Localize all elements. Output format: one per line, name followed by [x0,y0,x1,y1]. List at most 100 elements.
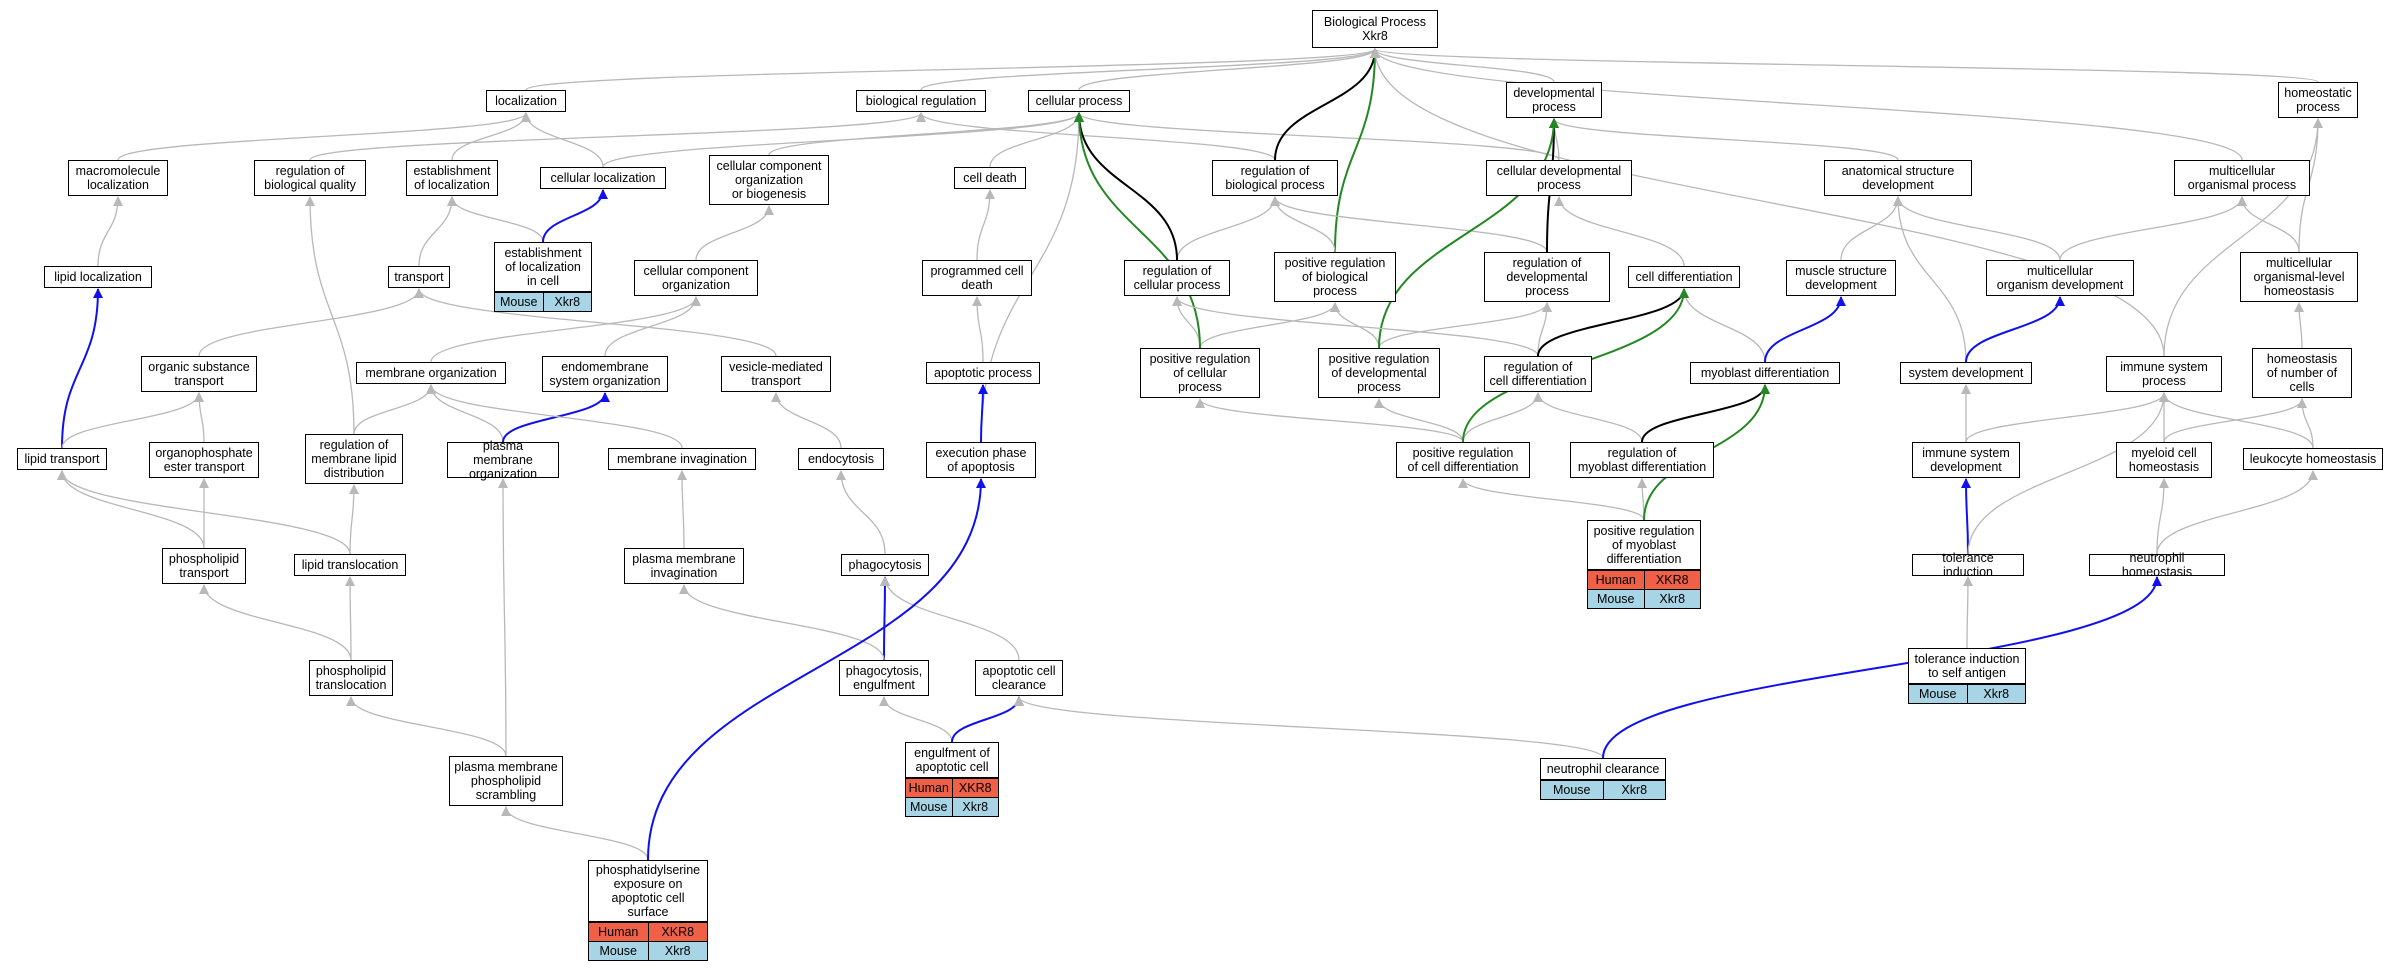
species-cell: Mouse [1909,685,1967,703]
edge-is-a-posregcelldiff-to-posregdev [1374,398,1464,443]
go-term-celldiff[interactable]: cell differentiation [1628,266,1740,288]
go-term-pmscramb[interactable]: plasma membrane phospholipid scrambling [449,756,563,806]
edge-part-of-toler-to-immsysdev [1961,478,1972,555]
edge-positively-regulates-posregdev-to-devproc [1378,118,1559,349]
go-term-lipidloc[interactable]: lipid localization [44,266,152,288]
go-term-muscdev[interactable]: muscle structure development [1786,260,1896,296]
go-term-meminv[interactable]: membrane invagination [608,448,756,470]
go-term-sysdev[interactable]: system development [1900,362,2032,384]
go-term-devproc[interactable]: developmental process [1506,82,1602,118]
go-term-regbioproc[interactable]: regulation of biological process [1212,160,1338,196]
go-term-apoproc[interactable]: apoptotic process [926,362,1040,384]
go-term-myodiff[interactable]: myoblast differentiation [1690,362,1840,384]
go-term-immsys[interactable]: immune system process [2106,356,2222,392]
species-cell: Human [906,779,952,797]
edge-is-a-regbioproc-to-bioreg [916,112,1276,161]
go-term-regcelldiff[interactable]: regulation of cell differentiation [1484,356,1592,392]
edge-is-a-posregdev-to-regdev [1378,302,1552,349]
go-term-regmemlip[interactable]: regulation of membrane lipid distributio… [305,434,403,484]
go-term-anatdev[interactable]: anatomical structure development [1824,160,1972,196]
edge-part-of-psexpo-to-execapo [647,478,986,861]
go-term-psexpo[interactable]: phosphatidylserine exposure on apoptotic… [588,860,708,922]
go-term-pminv[interactable]: plasma membrane invagination [624,548,744,584]
go-term-phago[interactable]: phagocytosis [841,554,929,576]
go-term-orgtrans[interactable]: organic substance transport [141,356,257,392]
go-term-multiorg[interactable]: multicellular organismal process [2174,160,2310,196]
go-term-phostrans[interactable]: phospholipid transport [162,548,246,584]
go-term-regdev[interactable]: regulation of developmental process [1484,252,1610,302]
go-term-estlocincell[interactable]: establishment of localization in cell [494,242,592,292]
edge-is-a-posregcelldiff-to-posregcell [1195,398,1464,443]
go-term-cellproc[interactable]: cellular process [1028,90,1130,112]
go-term-homeonum[interactable]: homeostasis of number of cells [2252,348,2352,398]
go-term-phagoengulf[interactable]: phagocytosis, engulfment [839,660,929,696]
go-term-celldeath[interactable]: cell death [954,167,1026,189]
go-term-neuthomeo[interactable]: neutrophil homeostasis [2089,551,2225,579]
edge-is-a-immsys-to-bp [1370,48,2165,357]
go-term-leuko[interactable]: leukocyte homeostasis [2243,448,2383,470]
edge-is-a-apoclear-to-phago [880,576,1020,661]
go-term-phostransloc[interactable]: phospholipid translocation [309,660,393,696]
go-term-lipidtrans[interactable]: lipid transport [17,448,107,470]
edge-part-of-execapo-to-apoproc [977,384,988,443]
edge-is-a-neutclear-to-apoclear [1014,696,1604,759]
go-term-execapo[interactable]: execution phase of apoptosis [926,442,1036,478]
go-term-regcellproc[interactable]: regulation of cellular process [1124,260,1230,296]
go-term-organophos[interactable]: organophosphate ester transport [149,442,259,478]
edge-is-a-phostransloc-to-phostrans [199,584,352,661]
edge-is-a-tolerself-to-toler [1962,576,1973,649]
go-term-celldev[interactable]: cellular developmental process [1486,160,1632,196]
go-term-toler[interactable]: tolerance induction [1912,551,2024,579]
go-term-bioreg[interactable]: biological regulation [856,90,986,112]
go-term-regmyo[interactable]: regulation of myoblast differentiation [1570,442,1714,478]
edge-is-a-regcelldiff-to-regdev [1537,302,1552,357]
go-term-endomem[interactable]: endomembrane system organization [542,356,668,392]
go-term-multidev[interactable]: multicellular organism development [1986,260,2134,296]
edge-is-a-ccorg-to-ccob [695,205,774,261]
go-term-myeloid[interactable]: myeloid cell homeostasis [2116,442,2212,478]
gene-cell: Xkr8 [542,293,591,311]
edge-is-a-leuko-to-homeonum [2297,398,2314,449]
go-term-vesicle[interactable]: vesicle-mediated transport [721,356,831,392]
gene-cell: Xkr8 [1602,781,1665,799]
go-term-bp[interactable]: Biological Process Xkr8 [1312,10,1438,48]
go-term-macroloc[interactable]: macromolecule localization [68,160,168,196]
edge-is-a-memorg-to-ccorg [430,296,701,363]
edge-is-a-posregcell-to-regcellproc [1172,296,1201,349]
go-term-posregcelldiff[interactable]: positive regulation of cell differentiat… [1396,442,1530,478]
go-term-progdeath[interactable]: programmed cell death [922,260,1032,296]
go-term-neutclear[interactable]: neutrophil clearance [1540,758,1666,780]
go-term-liptransloc[interactable]: lipid translocation [294,554,406,576]
edge-is-a-phostrans-to-lipidtrans [57,470,205,549]
go-term-apoclear[interactable]: apoptotic cell clearance [975,660,1063,696]
go-term-endocyt[interactable]: endocytosis [798,448,884,470]
go-term-multihomeo[interactable]: multicellular organismal-level homeostas… [2240,252,2358,302]
go-term-posregdev[interactable]: positive regulation of developmental pro… [1318,348,1440,398]
go-term-engulf[interactable]: engulfment of apoptotic cell [905,742,999,778]
edge-is-a-myodiff-to-celldiff [1679,288,1766,363]
go-term-loc[interactable]: localization [486,90,566,112]
go-term-immsysdev[interactable]: immune system development [1912,442,2020,478]
go-term-posregbio[interactable]: positive regulation of biological proces… [1274,252,1396,302]
go-term-posregcell[interactable]: positive regulation of cellular process [1140,348,1260,398]
go-term-estloc[interactable]: establishment of localization [406,160,498,196]
go-term-regbioqual[interactable]: regulation of biological quality [254,160,366,196]
go-term-homeo[interactable]: homeostatic process [2278,82,2358,118]
go-term-posregmyo[interactable]: positive regulation of myoblast differen… [1587,520,1701,570]
go-term-cellloc[interactable]: cellular localization [540,167,666,189]
go-term-ccob[interactable]: cellular component organization or bioge… [709,155,829,205]
go-term-tolerself[interactable]: tolerance induction to self antigen [1908,648,2026,684]
edge-is-a-neuthomeo-to-leuko [2156,470,2318,555]
edge-is-a-regmemlip-to-memorg [353,384,436,435]
go-term-ccorg[interactable]: cellular component organization [634,260,758,296]
edge-is-a-endomem-to-ccorg [604,296,701,357]
edge-is-a-ccob-to-cellproc [768,112,1084,156]
go-term-pmorg[interactable]: plasma membrane organization [447,439,559,481]
go-term-memorg[interactable]: membrane organization [356,362,506,384]
edge-part-of-sysdev-to-multidev [1965,296,2065,363]
edge-regulates-regbioproc-to-bp [1274,48,1380,161]
go-term-transport[interactable]: transport [388,266,450,288]
